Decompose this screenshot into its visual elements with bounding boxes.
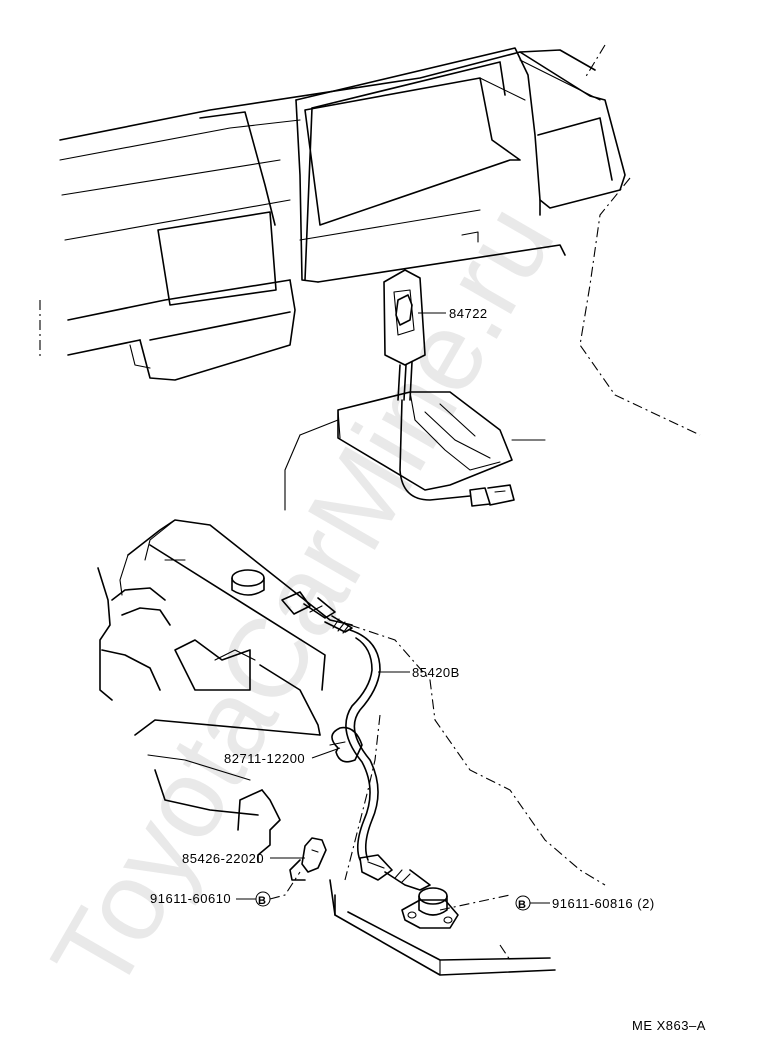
shift-lever-assembly (284, 269, 546, 511)
callout-85420b: 85420B (412, 665, 460, 680)
speedometer-cable (281, 591, 459, 929)
callout-91611-60816: 91611-60816 (2) (552, 896, 655, 911)
bolt-marker-left-label: B (258, 895, 266, 907)
callout-82711-12200: 82711-12200 (224, 751, 305, 766)
instrument-panel (39, 44, 701, 436)
engine-transmission (97, 519, 606, 976)
bolt-marker-right-label: B (518, 899, 526, 911)
callout-85426-22020: 85426-22020 (182, 851, 264, 866)
diagram-code: ME X863–A (632, 1018, 706, 1033)
callout-84722: 84722 (449, 306, 488, 321)
callout-91611-60610: 91611-60610 (150, 891, 231, 906)
